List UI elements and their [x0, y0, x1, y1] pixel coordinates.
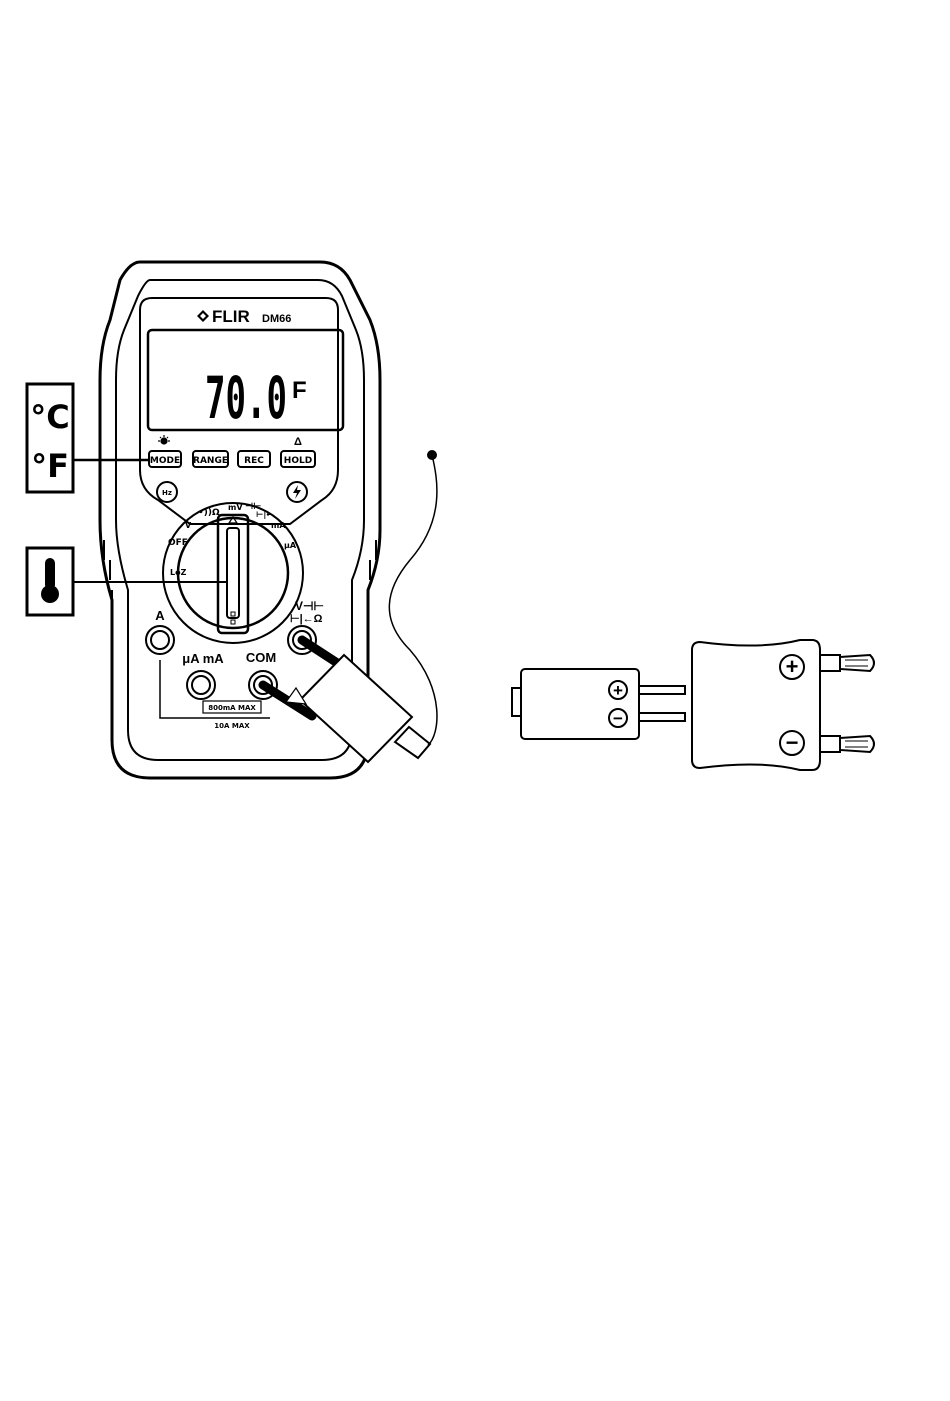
voltage-detect-button[interactable]	[287, 482, 307, 502]
dial-loz-label: LoZ	[170, 568, 187, 577]
banana-adapter: + −	[692, 640, 874, 770]
dial-pointer[interactable]	[218, 515, 248, 633]
dial-ohm-label: •))Ω	[198, 508, 220, 518]
banana-plus-label: +	[786, 654, 799, 679]
flir-logo-icon	[197, 310, 209, 322]
jack-uama[interactable]	[187, 671, 215, 699]
hold-button[interactable]: HOLD	[281, 451, 315, 467]
fuse-label-800ma: 800mA MAX	[208, 704, 256, 712]
plug-body	[521, 669, 639, 739]
jack-vohm-label-bottom: ⊢|←Ω	[290, 612, 323, 625]
banana-minus-label: −	[786, 730, 799, 755]
dial-v-label: V	[185, 521, 192, 530]
range-button[interactable]: RANGE	[193, 451, 228, 467]
thermometer-icon	[41, 558, 59, 603]
range-button-label: RANGE	[193, 456, 228, 466]
plug-pin-minus	[639, 713, 685, 721]
fahrenheit-label: °F	[31, 447, 69, 485]
thermocouple-plug: + −	[512, 669, 685, 739]
lcd-unit: F	[292, 377, 307, 404]
button-row: Δ MODE RANGE REC HOLD Hz	[149, 435, 315, 502]
hz-button-label: Hz	[162, 489, 172, 497]
jack-a-label: A	[155, 608, 165, 623]
celsius-label: °C	[30, 398, 69, 436]
unit-callout: °C °F	[27, 384, 149, 492]
jack-vohm-label-top: V⊣⊢	[295, 599, 324, 613]
mode-button-label: MODE	[150, 456, 180, 466]
dial-ua-label: μA	[284, 541, 297, 550]
plug-plus-label: +	[613, 681, 623, 700]
brand-name: FLIR	[212, 307, 250, 326]
dial-diode-label: ⊢|←	[256, 510, 273, 519]
dial-off-label: OFF	[168, 538, 188, 548]
rec-button[interactable]: REC	[238, 451, 270, 467]
banana-pin-minus	[820, 736, 874, 752]
thermocouple-wire	[389, 450, 437, 745]
dial-mv-label: mV	[228, 503, 243, 512]
banana-pin-plus	[820, 655, 874, 671]
dial-ma-label: mA	[271, 521, 286, 530]
jack-com-label: COM	[246, 650, 276, 665]
model-name: DM66	[262, 313, 291, 325]
hold-button-label: HOLD	[284, 456, 312, 466]
lcd-reading: 70.0	[205, 364, 287, 432]
plug-minus-label: −	[613, 709, 623, 728]
fuse-label-10a: 10A MAX	[214, 722, 250, 730]
hz-button[interactable]: Hz	[157, 482, 177, 502]
light-icon	[158, 435, 170, 444]
rec-button-label: REC	[244, 456, 264, 466]
thermocouple-bead	[427, 450, 437, 460]
plug-pin-plus	[639, 686, 685, 694]
delta-label: Δ	[294, 436, 302, 448]
jack-uama-label: μA mA	[182, 651, 224, 666]
plugged-thermocouple-adapter	[263, 640, 430, 762]
jack-a[interactable]	[146, 626, 174, 654]
mode-button[interactable]: MODE	[149, 451, 181, 467]
lightning-icon	[293, 485, 301, 499]
brand-logo: FLIR DM66	[197, 307, 291, 326]
dial-pointer-slot	[227, 528, 239, 618]
